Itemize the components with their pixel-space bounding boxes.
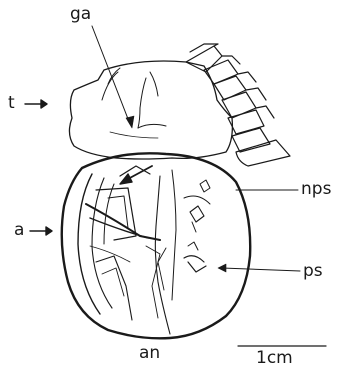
label-nps: nps xyxy=(301,181,331,198)
label-ps: ps xyxy=(303,263,323,280)
abdomen-outline xyxy=(62,153,250,338)
limb-segments xyxy=(186,44,290,166)
scale-bar-label: 1cm xyxy=(256,350,293,367)
label-an: an xyxy=(139,345,160,362)
label-arrows xyxy=(25,26,300,272)
label-a: a xyxy=(14,222,24,239)
label-ga: ga xyxy=(70,6,91,23)
label-t: t xyxy=(8,95,15,112)
